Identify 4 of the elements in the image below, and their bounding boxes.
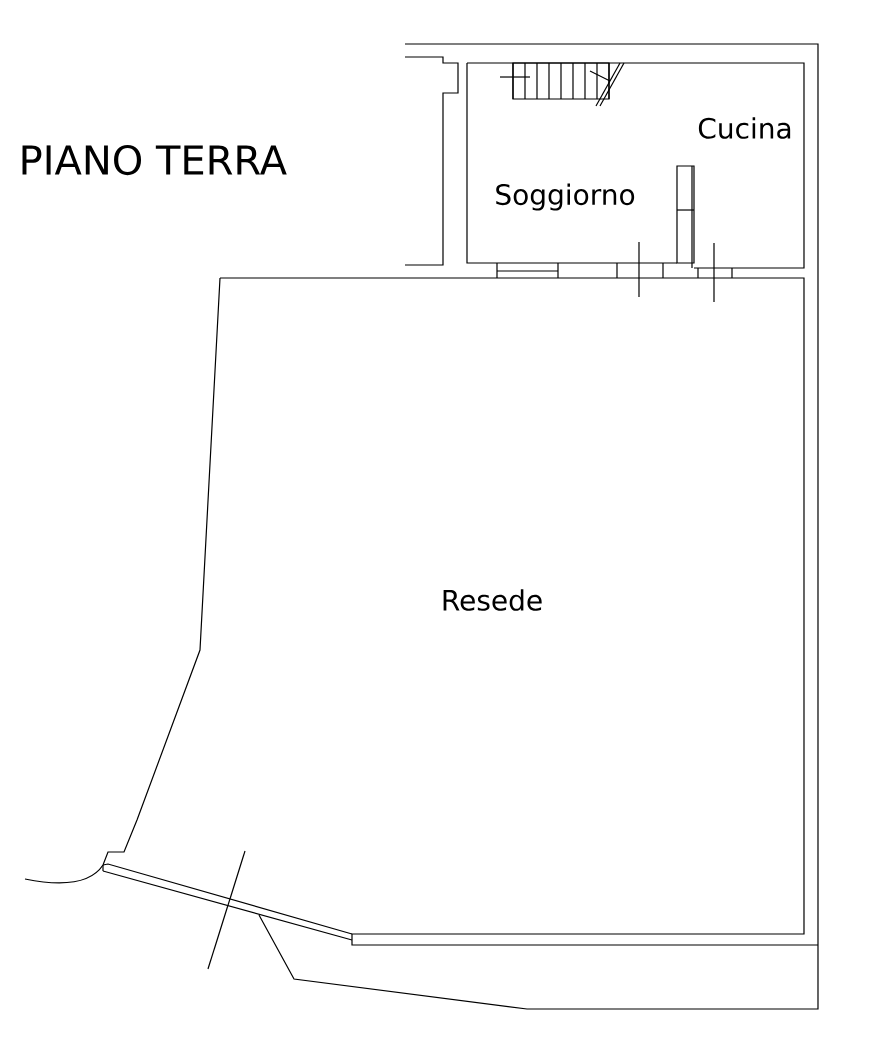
room-label: Resede (443, 589, 542, 611)
plan-title: PIANO TERRA (22, 144, 287, 176)
room-label: Soggiorno (496, 183, 635, 211)
room-label: Cucina (698, 117, 791, 139)
